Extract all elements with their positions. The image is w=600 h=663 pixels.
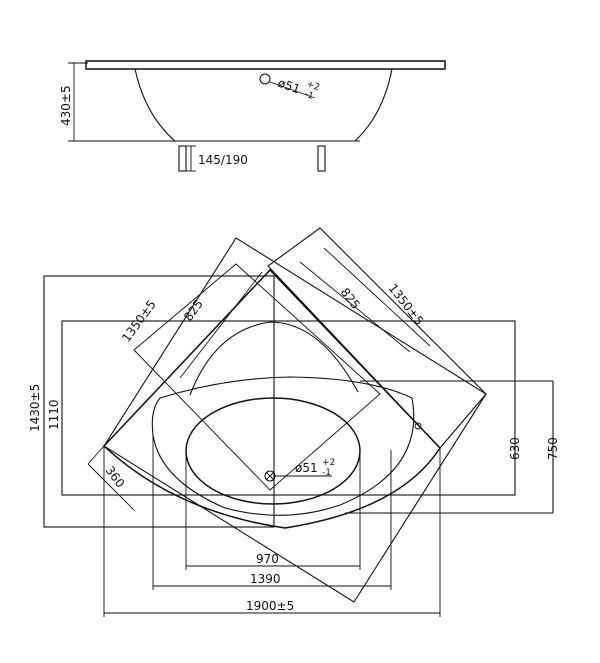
side-leg-left [178,145,187,172]
plan-tub-rim [151,376,415,516]
plan-inner-frame [61,320,516,496]
side-leg-right [317,145,326,172]
side-view: ø51 +2 -1 145/190 430±5 [59,60,446,172]
plan-diag-left-inner-label: 825 [181,297,206,324]
plan-width-basin-label: 970 [256,552,279,566]
plan-drain-label: ø51 [295,461,318,475]
plan-depth-inner-label: 630 [508,437,522,460]
side-leg-label: 145/190 [198,153,248,167]
plan-diag-right-inner-label: 825 [338,285,363,312]
side-drain-tol-minus: -1 [303,89,315,101]
plan-overflow-circle [414,422,422,430]
side-drain-label: ø51 [276,76,302,97]
plan-height-inner-label: 1110 [47,399,61,430]
plan-width-outer-label: 1900±5 [246,599,294,613]
plan-diag-left-inner [133,263,381,491]
side-drain-circle [259,73,271,85]
plan-diag-left-outer [103,237,487,603]
plan-corner-offset-label: 360 [103,464,128,491]
plan-height-outer-label: 1430±5 [28,384,42,432]
plan-tub-basin [185,397,361,505]
plan-depth-outer-label: 750 [546,437,560,460]
plan-view: 1430±5 1110 630 750 ø51 +2 -1 1350±5 825… [28,227,560,617]
plan-drain-tol-plus: +2 [322,458,335,468]
plan-diag-right-outer [267,227,487,449]
side-rim [85,60,446,70]
side-drain-tol-plus: +2 [305,79,321,93]
plan-tub-seat [189,321,359,396]
side-tub-body [134,68,393,142]
plan-width-inner-label: 1390 [250,572,281,586]
plan-tub-outer [102,268,441,529]
side-height-label: 430±5 [59,85,73,126]
plan-drain-tol-minus: -1 [322,468,331,478]
